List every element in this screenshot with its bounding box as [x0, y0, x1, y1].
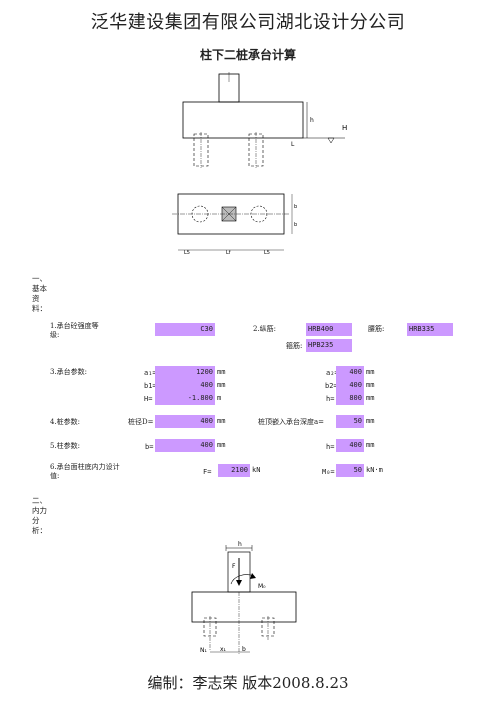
a1-label: a₁= — [144, 369, 157, 377]
a1-field[interactable]: 1200 — [155, 366, 215, 379]
stirrup-label: 箍筋: — [286, 342, 303, 350]
dim-left: L5 — [184, 250, 190, 256]
column-h-label: h= — [326, 443, 335, 451]
embed-depth-unit: mm — [366, 417, 375, 425]
waist-bar-label: 腰筋: — [368, 325, 385, 333]
H-label: H= — [144, 395, 153, 403]
elevation-diagram: h H L — [182, 72, 347, 168]
footer-author-version: 编制：李志荣 版本2008.8.23 — [147, 674, 349, 692]
pile-diameter-unit: mm — [217, 417, 226, 425]
label-L: L — [291, 141, 295, 148]
column-h-field[interactable]: 400 — [336, 439, 364, 452]
dim-right: L5 — [264, 250, 270, 256]
a2-field[interactable]: 400 — [336, 366, 364, 379]
h-label: h= — [326, 395, 335, 403]
dim-mid: Lf — [226, 250, 231, 256]
item4-label: 4.桩参数: — [50, 418, 81, 426]
item1-label: 1.承台砼强度等级: — [50, 322, 99, 339]
H-unit: m — [217, 394, 222, 402]
b2-label: b2= — [325, 382, 338, 390]
force-label-M: M₀ — [258, 583, 266, 590]
label-H: H — [342, 124, 347, 132]
concrete-grade-field[interactable]: C30 — [155, 323, 215, 336]
plan-diagram: b b L5 Lf L5 — [172, 193, 297, 256]
F-label: F= — [203, 468, 212, 476]
pile-cap-shape — [182, 101, 304, 139]
label-b1: b — [294, 204, 297, 210]
column-b-label: b= — [145, 443, 154, 451]
b1-field[interactable]: 400 — [155, 379, 215, 392]
M-unit: kN·m — [366, 466, 383, 474]
page-title: 柱下二桩承台计算 — [199, 48, 296, 62]
pile-diameter-field[interactable]: 400 — [155, 415, 215, 428]
M-label: M₀= — [322, 468, 335, 476]
item5-label: 5.柱参数: — [50, 442, 81, 450]
label-h: h — [310, 117, 314, 124]
b2-unit: mm — [366, 381, 375, 389]
section-internal-title: 二、内力分析： — [32, 496, 47, 535]
section-basic-title: 一、基本资料： — [32, 274, 47, 313]
long-bar-label: 2.纵筋: — [253, 325, 277, 333]
column-b-field[interactable]: 400 — [155, 439, 215, 452]
b2-field[interactable]: 400 — [336, 379, 364, 392]
force-label-b: b — [242, 646, 246, 653]
force-label-h: h — [238, 541, 242, 548]
column-b-unit: mm — [217, 441, 226, 449]
M-field[interactable]: 50 — [336, 464, 364, 477]
item6-label: 6.承台面柱底内力设计值: — [50, 463, 120, 480]
b1-label: b1= — [144, 382, 157, 390]
item3-label: 3.承台参数: — [50, 368, 88, 376]
force-label-F: F — [232, 563, 236, 570]
column-h-unit: mm — [366, 441, 375, 449]
pile-cap-force-shape — [191, 591, 297, 623]
a1-unit: mm — [217, 368, 226, 376]
H-field[interactable]: -1.800 — [155, 392, 215, 405]
force-label-N: N₁ — [200, 647, 207, 654]
a2-label: a₂= — [326, 369, 339, 377]
F-field[interactable]: 2100 — [218, 464, 250, 477]
label-b2: b — [294, 222, 297, 228]
long-bar-field[interactable]: HRB400 — [306, 323, 352, 336]
pile-diameter-label: 桩径D= — [128, 418, 154, 426]
h-field[interactable]: 800 — [336, 392, 364, 405]
a2-unit: mm — [366, 368, 375, 376]
force-diagram: h F M₀ N₁ x₁ b — [191, 541, 297, 655]
h-unit: mm — [366, 394, 375, 402]
b1-unit: mm — [217, 381, 226, 389]
stirrup-field[interactable]: HPB235 — [306, 339, 352, 352]
embed-depth-field[interactable]: 50 — [336, 415, 364, 428]
company-name: 泛华建设集团有限公司湖北设计分公司 — [90, 12, 406, 33]
force-label-x: x₁ — [220, 646, 227, 653]
waist-bar-field[interactable]: HRB335 — [407, 323, 453, 336]
F-unit: kN — [252, 466, 261, 474]
embed-depth-label: 桩顶嵌入承台深度a= — [258, 418, 325, 426]
